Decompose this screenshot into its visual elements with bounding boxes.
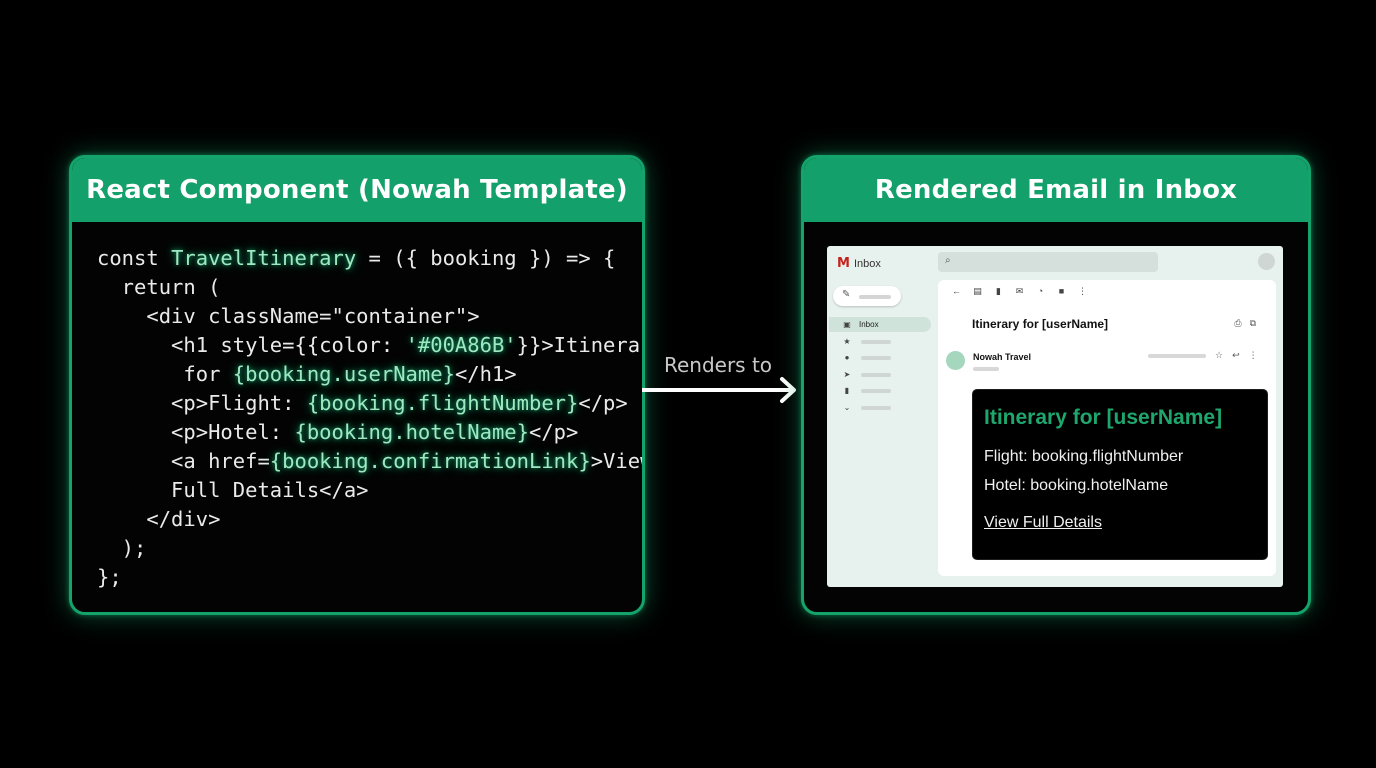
code-line: for {booking.userName}</h1> [97,360,642,389]
code-text: </h1> [454,362,517,386]
code-line: <p>Hotel: {booking.hotelName}</p> [97,418,642,447]
code-highlight: {booking.userName} [232,362,455,386]
code-line: <p>Flight: {booking.flightNumber}</p> [97,389,642,418]
code-text: = ({ booking }) => { [356,246,616,270]
sidebar-item-starred[interactable]: ★ [829,334,931,349]
sender-avatar [946,351,965,370]
sender-address-placeholder [973,367,999,371]
inbox-logo[interactable]: M Inbox [837,256,881,271]
mail-icon[interactable]: ✉ [1015,286,1024,296]
code-text: <div className="container"> [97,304,480,328]
code-text: <p>Hotel: [97,420,295,444]
arrow-right-icon [642,377,796,403]
inbox-logo-text: Inbox [853,257,881,270]
code-text: <p>Flight: [97,391,307,415]
code-highlight: '#00A86B' [405,333,517,357]
mail-logo-icon: M [837,256,850,271]
message-actions: ☆↩⋮ [1215,350,1267,361]
code-text: >View [590,449,642,473]
react-component-panel: React Component (Nowah Template) const T… [69,155,645,615]
subject-actions: ⎙⧉ [1234,318,1264,329]
archive-icon[interactable]: ▤ [973,286,982,296]
code-text: ); [97,536,147,560]
reply-icon[interactable]: ↩ [1232,350,1249,360]
sender-name: Nowah Travel [973,352,1032,362]
sidebar-item-placeholder [861,355,891,360]
clock-icon: ● [844,353,850,362]
email-date-placeholder [1148,354,1206,358]
sidebar-item-drafts[interactable]: ▮ [829,383,931,398]
code-text: </p> [578,391,628,415]
code-line: ); [97,534,642,563]
compose-button[interactable]: ✎ [833,286,901,306]
code-text: const [97,246,172,270]
code-text: </div> [97,507,221,531]
render-arrow: Renders to [642,350,802,410]
code-text: return ( [97,275,221,299]
inbox-sidebar: M Inbox ✎ ▣ Inbox ★ ● ➤ [827,246,937,587]
code-highlight: TravelItinerary [171,246,357,270]
code-line: }; [97,563,642,592]
sidebar-item-placeholder [861,388,891,393]
folder-icon[interactable]: ■ [1058,286,1065,296]
sidebar-item-label: Inbox [859,320,879,329]
file-icon: ▮ [844,386,850,395]
avatar[interactable] [1258,253,1275,270]
code-line: Full Details</a> [97,476,642,505]
search-icon: ⌕ [945,255,951,266]
sidebar-item-inbox[interactable]: ▣ Inbox [829,317,931,332]
print-icon[interactable]: ⎙ [1234,318,1250,328]
sidebar-item-placeholder [861,372,891,377]
inbox-mockup: M Inbox ✎ ▣ Inbox ★ ● ➤ [827,246,1283,587]
rendered-email-panel: Rendered Email in Inbox M Inbox ✎ ▣ Inbo… [801,155,1311,615]
code-text: <h1 style={{color: [97,333,406,357]
inbox-icon: ▣ [843,320,851,329]
sidebar-item-more[interactable]: ⌄ [829,400,931,415]
code-text: </p> [528,420,579,444]
email-body-card: Itinerary for [userName] Flight: booking… [972,389,1268,560]
code-highlight: {booking.hotelName} [294,420,529,444]
code-text: }}>Itinerary [516,333,642,357]
code-text: <a href= [97,449,270,473]
code-panel-title: React Component (Nowah Template) [72,158,642,222]
code-line: <a href={booking.confirmationLink}>View [97,447,642,476]
code-text: Full Details</a> [97,478,369,502]
snooze-icon[interactable]: ◔ [1037,286,1044,296]
sidebar-item-snoozed[interactable]: ● [829,350,931,365]
email-subject: Itinerary for [userName] [972,317,1109,331]
compose-label-placeholder [859,295,891,299]
code-text: }; [97,565,122,589]
sidebar-item-sent[interactable]: ➤ [829,367,931,382]
email-flight-line: Flight: booking.flightNumber [984,448,1184,465]
email-heading: Itinerary for [userName] [984,406,1223,429]
back-arrow-icon[interactable]: ← [952,286,961,296]
sidebar-item-placeholder [861,405,891,410]
pencil-icon: ✎ [842,289,851,300]
email-panel-title: Rendered Email in Inbox [804,158,1308,222]
chevron-down-icon: ⌄ [843,403,851,412]
code-line: </div> [97,505,642,534]
code-block: const TravelItinerary = ({ booking }) =>… [72,222,642,592]
trash-icon[interactable]: ▮ [996,286,1001,296]
sidebar-item-placeholder [861,339,891,344]
code-highlight: {booking.confirmationLink} [269,449,591,473]
star-icon[interactable]: ☆ [1215,350,1233,360]
more-icon[interactable]: ⋮ [1248,350,1267,360]
more-icon[interactable]: ⋮ [1078,286,1087,296]
code-line: <h1 style={{color: '#00A86B'}}>Itinerary [97,331,642,360]
code-line: return ( [97,273,642,302]
search-input[interactable]: ⌕ [938,252,1158,272]
code-line: <div className="container"> [97,302,642,331]
star-icon: ★ [843,337,851,346]
code-line: const TravelItinerary = ({ booking }) =>… [97,244,642,273]
view-full-details-link[interactable]: View Full Details [984,514,1102,531]
code-highlight: {booking.flightNumber} [306,391,579,415]
send-icon: ➤ [843,370,851,379]
arrow-label: Renders to [663,353,773,377]
open-external-icon[interactable]: ⧉ [1249,318,1264,328]
code-text: for [97,362,233,386]
email-hotel-line: Hotel: booking.hotelName [984,477,1169,494]
email-view: ← ▤ ▮ ✉ ◔ ■ ⋮ Itinerary for [userName] ⎙… [938,280,1276,576]
email-toolbar: ← ▤ ▮ ✉ ◔ ■ ⋮ [946,286,1093,297]
